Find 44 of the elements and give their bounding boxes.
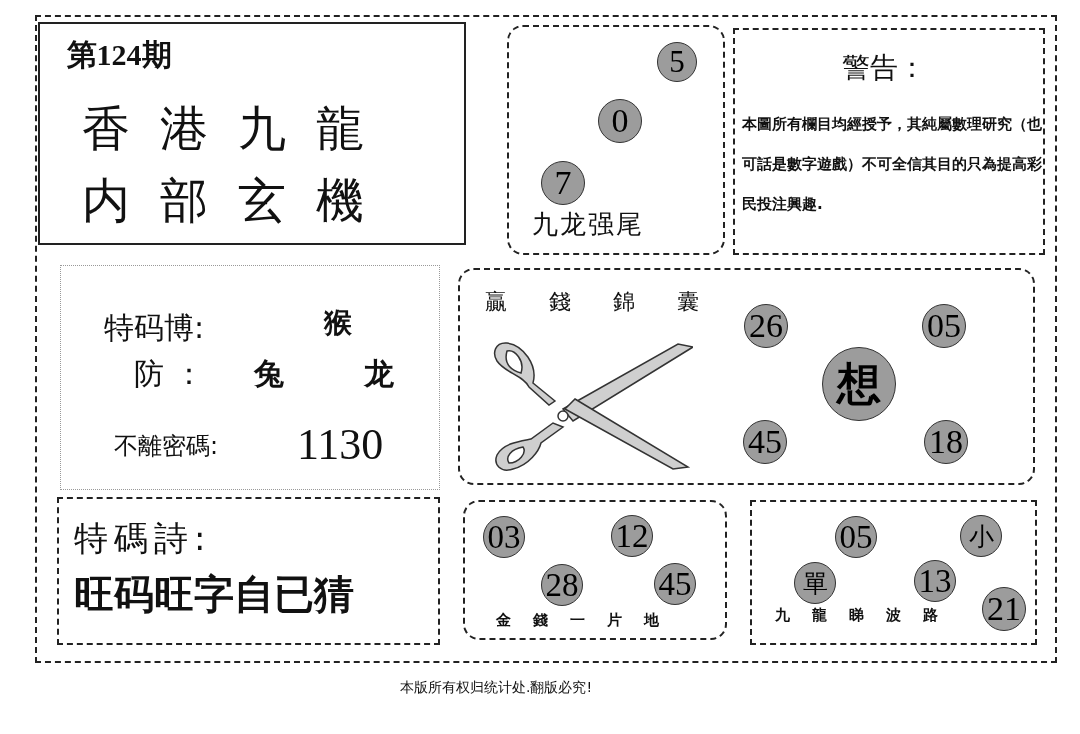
field-label: 不離密碼: — [114, 434, 219, 458]
number-ball: 想 — [822, 347, 896, 421]
panel-box — [59, 264, 440, 490]
panel-box — [506, 24, 725, 255]
number-ball: 單 — [794, 562, 836, 604]
number-ball: 21 — [982, 587, 1026, 631]
headline: 香港九龍内部玄機 — [81, 98, 394, 230]
issue-number: 第124期 — [66, 39, 172, 70]
number-ball: 12 — [611, 515, 653, 557]
number-ball: 45 — [743, 420, 787, 464]
number-ball: 28 — [541, 564, 583, 606]
footer-note: 本版所有权归统计处.翻版必究! — [400, 680, 593, 694]
field-value: 龙 — [364, 359, 394, 389]
panel-title: 金錢一片地 — [496, 613, 681, 628]
field-label: 特码博: — [104, 313, 205, 343]
number-ball: 18 — [924, 420, 968, 464]
number-ball: 5 — [657, 42, 697, 82]
number-ball: 0 — [598, 99, 642, 143]
poem-text: 旺码旺字自已猜 — [74, 574, 354, 614]
title-box — [37, 21, 466, 245]
field-label: 防： — [134, 359, 214, 389]
panel-box — [732, 27, 1045, 255]
number-ball: 7 — [541, 161, 585, 205]
number-ball: 小 — [960, 515, 1002, 557]
panel-title: 九龙强尾 — [532, 211, 644, 237]
warning-text: 本圖所有欄目均經授予，其純屬數理研究（也可話是數字遊戲）不可全信其目的只為提高彩民投注興趣. — [742, 114, 1042, 215]
panel-box — [56, 496, 440, 645]
page-frame — [35, 15, 1057, 663]
number-ball: 05 — [922, 304, 966, 348]
number-ball: 26 — [744, 304, 788, 348]
number-ball: 13 — [914, 560, 956, 602]
heading: 警告： — [842, 54, 926, 82]
field-value: 1130 — [297, 423, 384, 467]
field-value: 兔 — [254, 359, 284, 389]
number-ball: 03 — [483, 516, 525, 558]
field-label: 特碼詩: — [74, 521, 212, 555]
heading: 贏錢錦囊 — [485, 291, 741, 313]
panel-title: 九龍睇波路 — [775, 608, 960, 623]
panel-box — [749, 499, 1037, 645]
number-ball: 05 — [835, 516, 877, 558]
panel-box — [462, 499, 727, 640]
number-ball: 45 — [654, 563, 696, 605]
panel-box — [457, 267, 1035, 485]
field-value: 猴 — [324, 309, 352, 337]
